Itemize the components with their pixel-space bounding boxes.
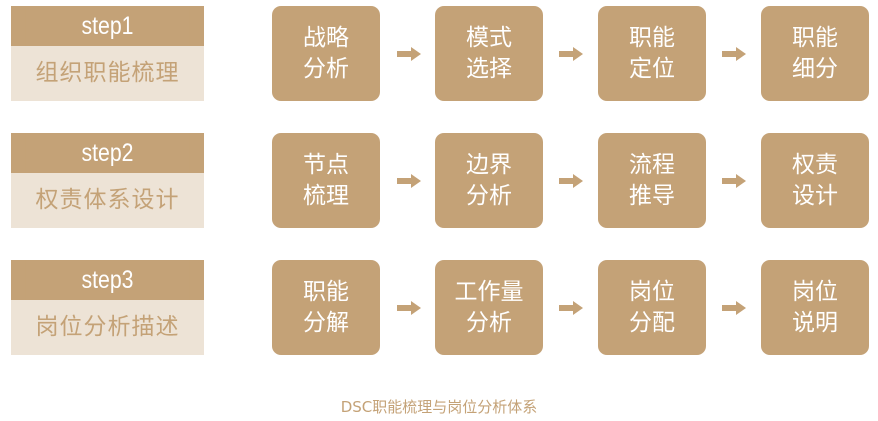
step-block: step3 岗位分析描述 xyxy=(11,260,204,355)
process-box: 流程推导 xyxy=(598,133,706,228)
process-box: 岗位分配 xyxy=(598,260,706,355)
box-line: 战略 xyxy=(303,24,349,51)
box-line: 设计 xyxy=(792,182,838,209)
box-line: 职能 xyxy=(303,278,349,305)
step-block: step1 组织职能梳理 xyxy=(11,6,204,101)
box-line: 分析 xyxy=(303,55,349,82)
box-line: 岗位 xyxy=(792,278,838,305)
step-title: 组织职能梳理 xyxy=(11,46,204,101)
box-line: 选择 xyxy=(466,55,512,82)
step-label: step2 xyxy=(25,133,190,173)
arrow-right-icon xyxy=(397,174,421,188)
step-row: step3 岗位分析描述职能分解工作量分析岗位分配岗位说明 xyxy=(0,260,878,355)
caption: DSC职能梳理与岗位分析体系 xyxy=(340,398,538,416)
box-line: 分析 xyxy=(466,182,512,209)
process-box: 职能细分 xyxy=(761,6,869,101)
process-box: 职能分解 xyxy=(272,260,380,355)
process-box: 战略分析 xyxy=(272,6,380,101)
step-label: step1 xyxy=(25,6,190,46)
box-line: 模式 xyxy=(466,24,512,51)
box-line: 工作量 xyxy=(454,278,524,305)
box-line: 岗位 xyxy=(629,278,675,305)
step-label: step3 xyxy=(25,260,190,300)
step-header: step2 xyxy=(11,133,204,173)
step-block: step2 权责体系设计 xyxy=(11,133,204,228)
process-box: 节点梳理 xyxy=(272,133,380,228)
step-title: 岗位分析描述 xyxy=(11,300,204,355)
arrow-right-icon xyxy=(397,47,421,61)
box-line: 分配 xyxy=(629,309,675,336)
arrow-right-icon xyxy=(722,47,746,61)
box-line: 边界 xyxy=(466,151,512,178)
box-line: 说明 xyxy=(792,309,838,336)
step-header: step3 xyxy=(11,260,204,300)
box-line: 分解 xyxy=(303,309,349,336)
process-box: 职能定位 xyxy=(598,6,706,101)
box-line: 定位 xyxy=(629,55,675,82)
process-box: 边界分析 xyxy=(435,133,543,228)
box-line: 梳理 xyxy=(303,182,349,209)
process-box: 工作量分析 xyxy=(435,260,543,355)
arrow-right-icon xyxy=(722,174,746,188)
arrow-right-icon xyxy=(559,47,583,61)
step-title: 权责体系设计 xyxy=(11,173,204,228)
box-line: 职能 xyxy=(629,24,675,51)
box-line: 节点 xyxy=(303,151,349,178)
process-box: 岗位说明 xyxy=(761,260,869,355)
step-header: step1 xyxy=(11,6,204,46)
step-row: step2 权责体系设计节点梳理边界分析流程推导权责设计 xyxy=(0,133,878,228)
process-box: 权责设计 xyxy=(761,133,869,228)
box-line: 推导 xyxy=(629,182,675,209)
box-line: 细分 xyxy=(792,55,838,82)
box-line: 流程 xyxy=(629,151,675,178)
arrow-right-icon xyxy=(722,301,746,315)
arrow-right-icon xyxy=(397,301,421,315)
arrow-right-icon xyxy=(559,301,583,315)
box-line: 职能 xyxy=(792,24,838,51)
step-row: step1 组织职能梳理战略分析模式选择职能定位职能细分 xyxy=(0,6,878,101)
arrow-right-icon xyxy=(559,174,583,188)
box-line: 分析 xyxy=(466,309,512,336)
process-box: 模式选择 xyxy=(435,6,543,101)
box-line: 权责 xyxy=(792,151,838,178)
